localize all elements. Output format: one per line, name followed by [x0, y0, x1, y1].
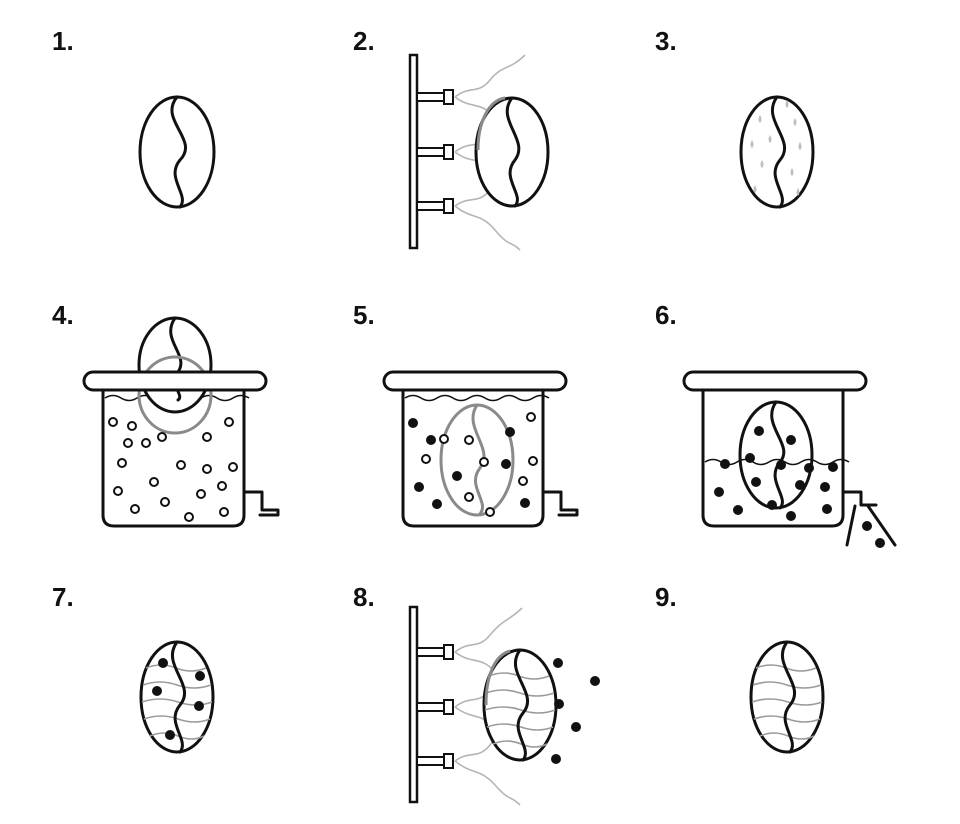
caffeine-draining-tank-icon — [682, 370, 897, 548]
step-8-number: 8. — [353, 582, 375, 612]
step-5-number: 5. — [353, 300, 375, 330]
caffeine-particles — [408, 412, 538, 517]
nozzle — [416, 644, 454, 660]
step-3-number: 3. — [655, 26, 677, 56]
nozzle — [416, 144, 454, 160]
bean-soaking-in-tank-icon — [382, 370, 579, 528]
nozzle — [416, 753, 454, 769]
water-bubbles — [108, 417, 238, 522]
step-6-number: 6. — [655, 300, 677, 330]
steam-removing-caffeine-icon — [408, 605, 600, 806]
step-2-number: 2. — [353, 26, 375, 56]
caffeine-particles — [714, 426, 885, 548]
step-4-number: 4. — [52, 300, 74, 330]
nozzle — [416, 89, 454, 105]
bean-with-caffeine-icon — [139, 640, 215, 754]
bean-over-water-tank-icon — [82, 316, 280, 528]
nozzle — [416, 699, 454, 715]
step-7-number: 7. — [52, 582, 74, 612]
moist-bean-icon — [739, 95, 815, 209]
bean-stripes — [751, 664, 823, 740]
moisture-drops — [750, 100, 802, 196]
caffeine-particles — [551, 658, 600, 764]
step-1-number: 1. — [52, 26, 74, 56]
steam-nozzles-on-bean-icon — [408, 53, 550, 251]
nozzle — [416, 198, 454, 214]
green-coffee-bean-icon — [138, 95, 216, 209]
step-9-number: 9. — [655, 582, 677, 612]
caffeine-particles — [152, 658, 205, 740]
decaffeinated-bean-icon — [749, 640, 825, 754]
